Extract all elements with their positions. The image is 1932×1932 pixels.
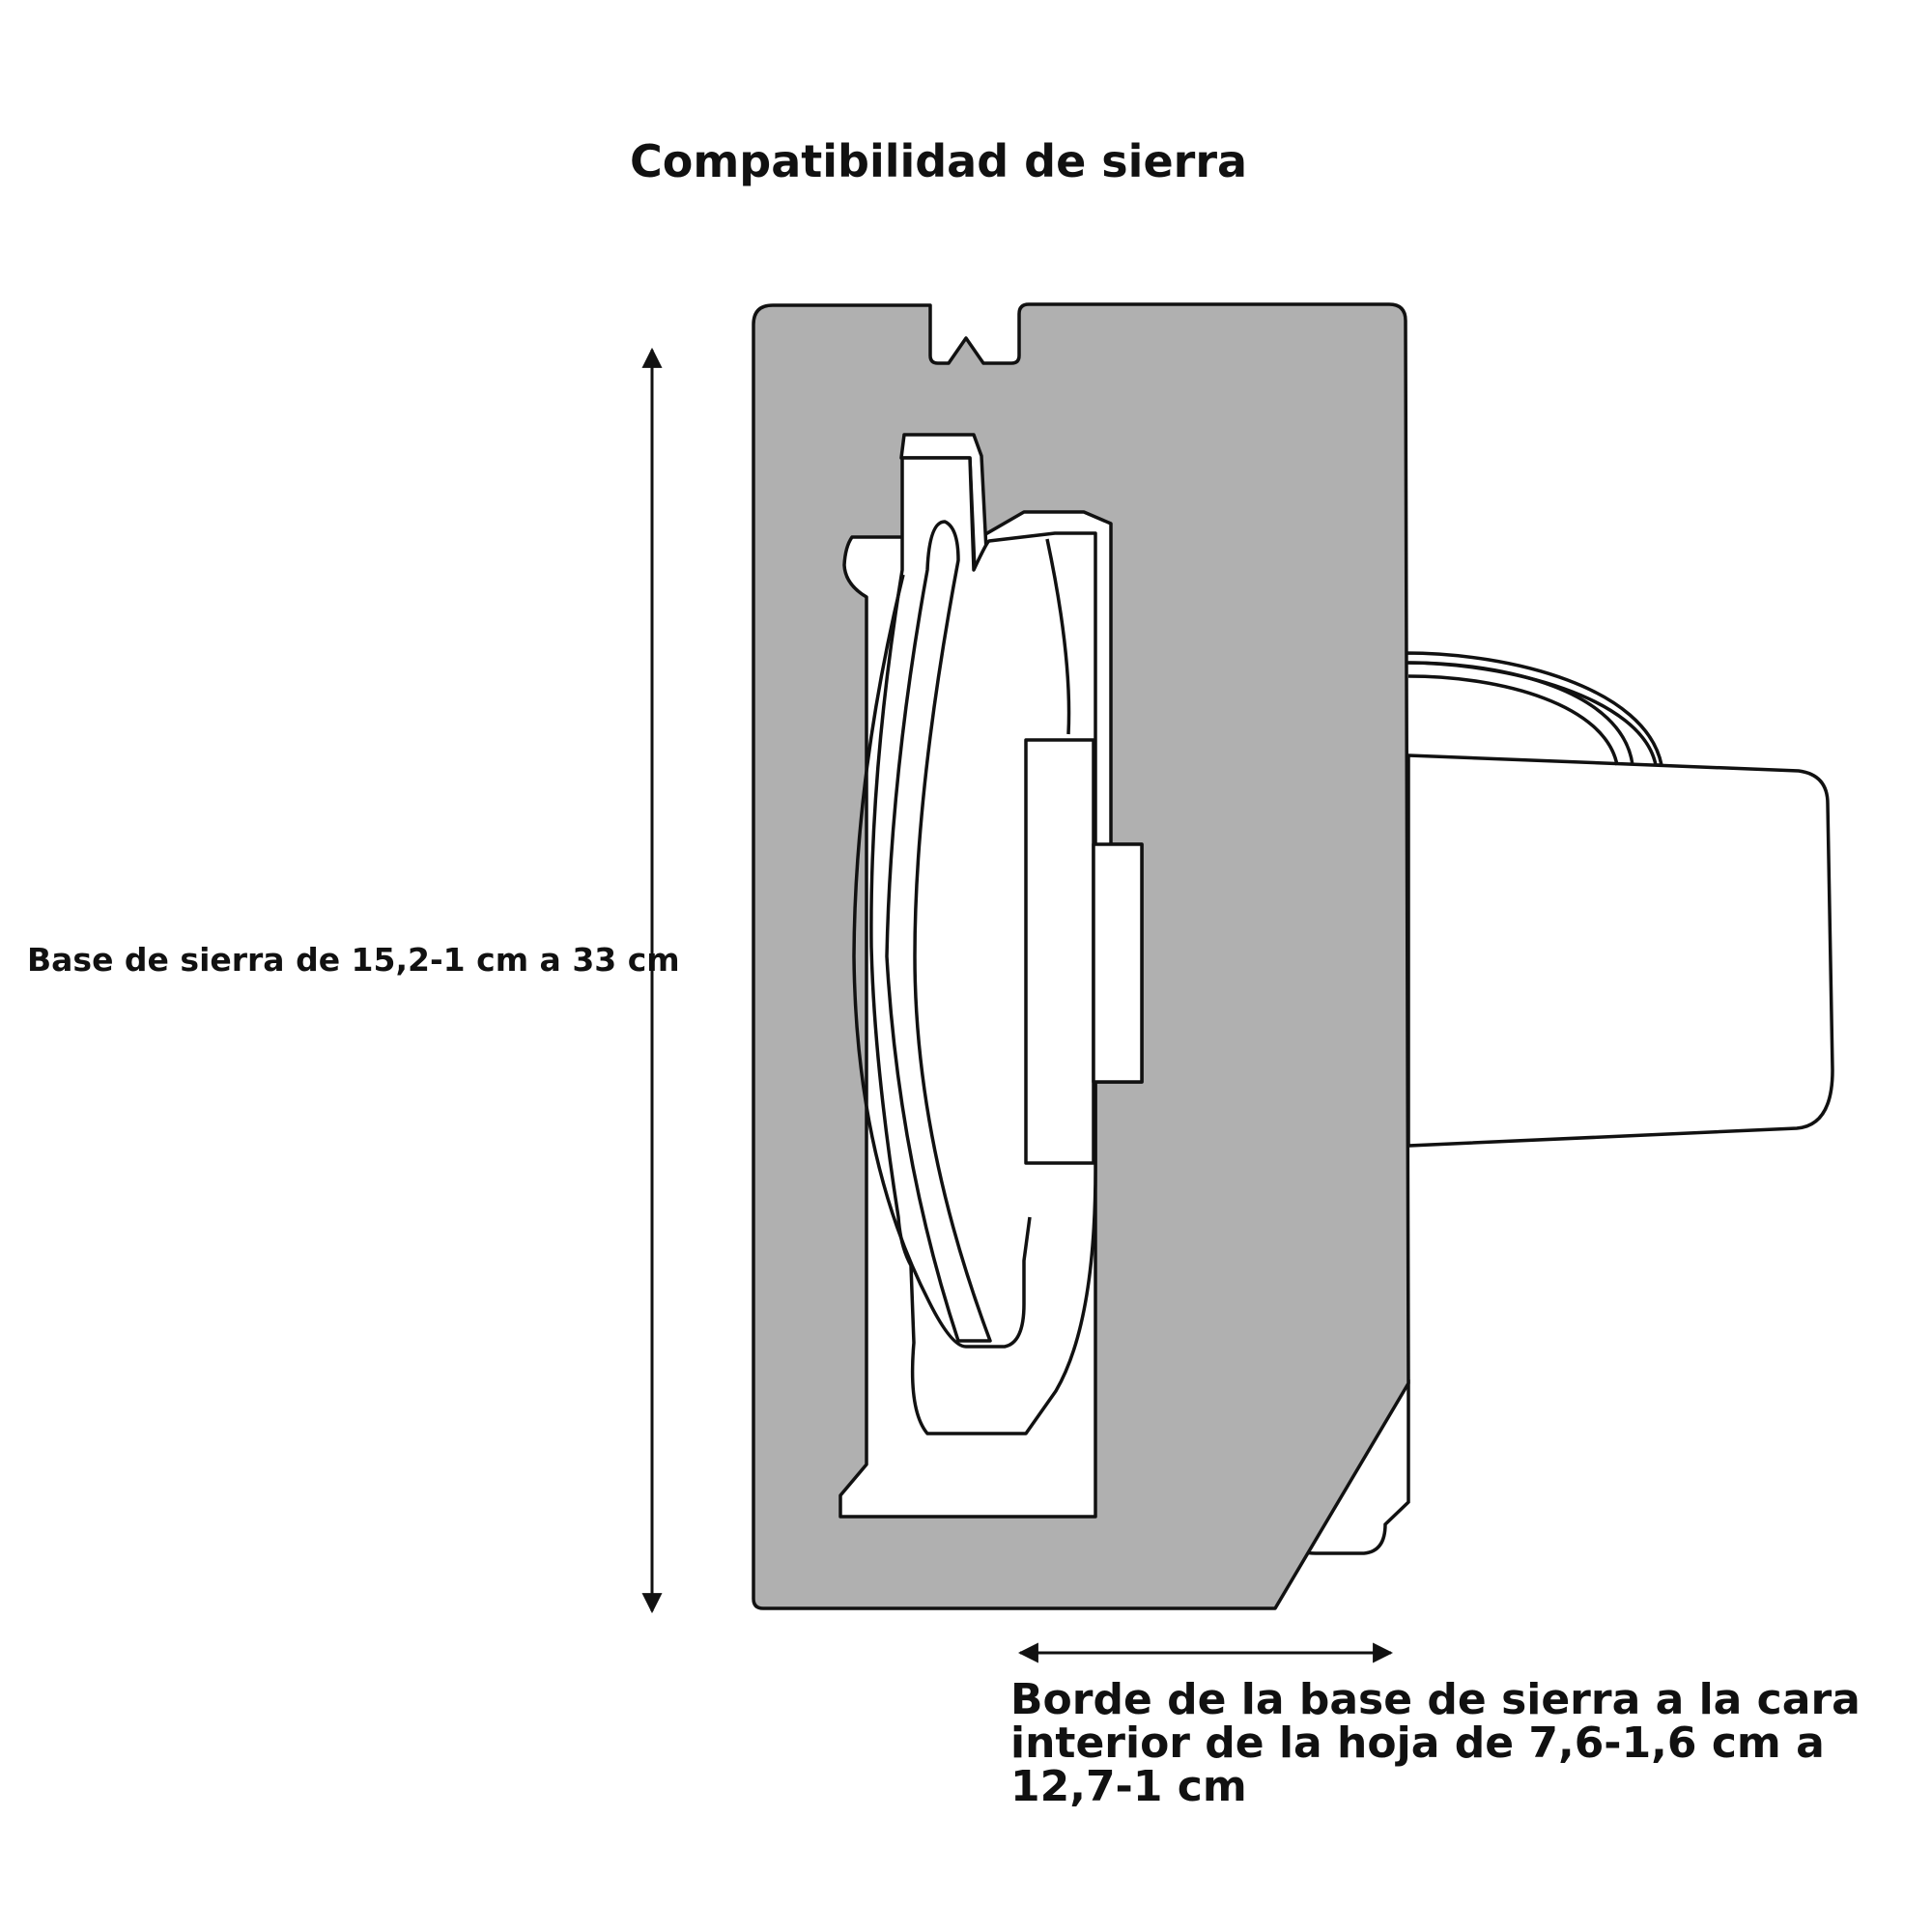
motor-box bbox=[1024, 738, 1095, 1165]
blade-outer-arc bbox=[852, 574, 1032, 1349]
guard-inner-curve bbox=[1045, 538, 1071, 735]
saw-handle bbox=[1404, 651, 1834, 1148]
height-label: Base de sierra de 15,2-1 cm a 33 cm bbox=[27, 941, 680, 979]
motor-notch bbox=[1092, 842, 1144, 1084]
depth-label: Borde de la base de sierra a la cara int… bbox=[1010, 1675, 1861, 1811]
blade-assembly bbox=[838, 433, 1144, 1519]
blade-slot bbox=[885, 520, 992, 1343]
diagram-title: Compatibilidad de sierra bbox=[630, 135, 1248, 187]
